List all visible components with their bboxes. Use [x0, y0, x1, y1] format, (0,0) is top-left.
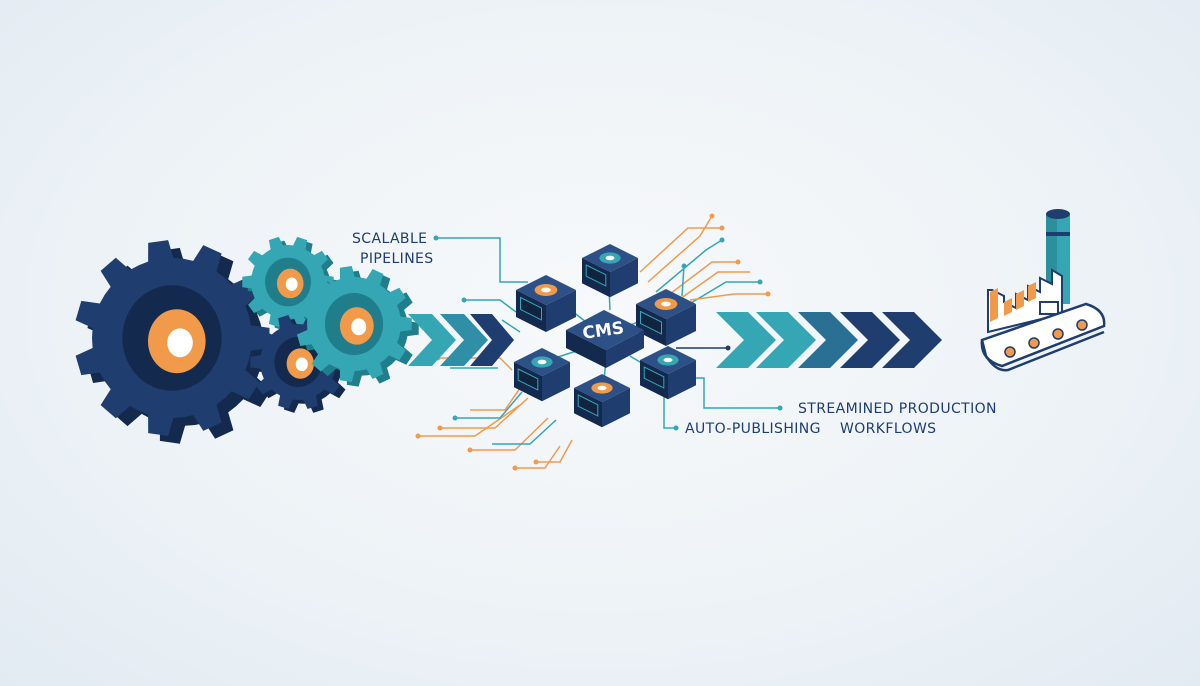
content-node-cube: [516, 275, 576, 332]
gear-cluster: [75, 236, 419, 444]
chevron-arrows-right: [716, 312, 942, 368]
conveyor-icon: [980, 302, 1106, 372]
content-nodes: [514, 244, 696, 428]
label-streamlined-line1: STREAMINED PRODUCTION: [798, 401, 997, 417]
label-auto-publishing: AUTO-PUBLISHING: [685, 421, 821, 437]
gear-icon: [297, 266, 419, 387]
chevron-arrow-icon: [882, 312, 942, 368]
label-streamlined-line2: WORKFLOWS: [840, 421, 936, 437]
chevron-arrow-icon: [716, 312, 776, 368]
chevron-arrow-icon: [840, 312, 900, 368]
gear-icon: [250, 315, 352, 413]
cms-node-icon: CMS: [566, 310, 644, 368]
chevron-arrow-icon: [756, 312, 816, 368]
content-node-cube: [640, 346, 696, 400]
chevron-arrows-left: [408, 314, 514, 366]
content-node-cube: [582, 244, 638, 298]
chevron-arrow-icon: [408, 314, 456, 366]
gear-icon: [75, 240, 282, 444]
chevron-arrow-icon: [470, 314, 514, 366]
content-node-cube: [636, 289, 696, 346]
label-scalable-line1: SCALABLE: [352, 231, 427, 247]
content-node-cube: [514, 348, 570, 402]
label-scalable-line2: PIPELINES: [360, 251, 434, 267]
factory-icon: [980, 209, 1106, 372]
chevron-arrow-icon: [798, 312, 858, 368]
content-node-cube: [574, 374, 630, 428]
chevron-arrow-icon: [440, 314, 488, 366]
